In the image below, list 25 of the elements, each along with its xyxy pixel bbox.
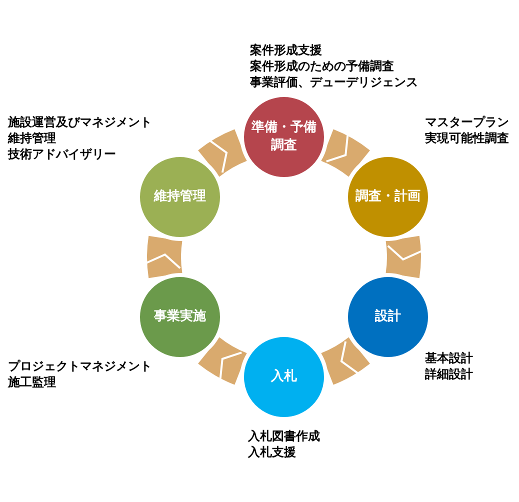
- stage-note: 入札支援: [248, 444, 297, 460]
- cycle-arrow: [198, 336, 248, 385]
- stage-note: プロジェクトマネジメント: [8, 358, 152, 374]
- stage-label: 設計: [374, 308, 401, 326]
- cycle-arrow: [386, 236, 422, 278]
- stage-note: 事業評価、デューデリジェンス: [250, 74, 418, 90]
- stage-note: マスタープラン: [425, 114, 509, 130]
- cycle-arrow: [320, 336, 370, 385]
- stage-note: 入札図書作成: [248, 428, 320, 444]
- stage-note: 実現可能性調査: [425, 130, 509, 146]
- stage-note: 維持管理: [8, 130, 57, 146]
- stage-label: 調査・計画: [355, 188, 420, 206]
- stage-label: 入札: [271, 368, 297, 386]
- stage-note: 案件形成支援: [250, 42, 323, 58]
- stage-note: 技術アドバイザリー: [8, 146, 117, 162]
- cycle-arrow: [198, 129, 248, 178]
- stage-note: 施工監理: [8, 374, 57, 390]
- cycle-arrow: [320, 129, 370, 178]
- stage-note: 施設運営及びマネジメント: [8, 114, 152, 130]
- stage-note: 詳細設計: [425, 366, 473, 382]
- stage-label: 維持管理: [154, 188, 206, 206]
- stage-note: 案件形成のための予備調査: [250, 58, 395, 74]
- stage-label: 事業実施: [154, 308, 206, 326]
- stage-label: 準備・予備調査: [250, 119, 318, 155]
- stage-note: 基本設計: [425, 350, 473, 366]
